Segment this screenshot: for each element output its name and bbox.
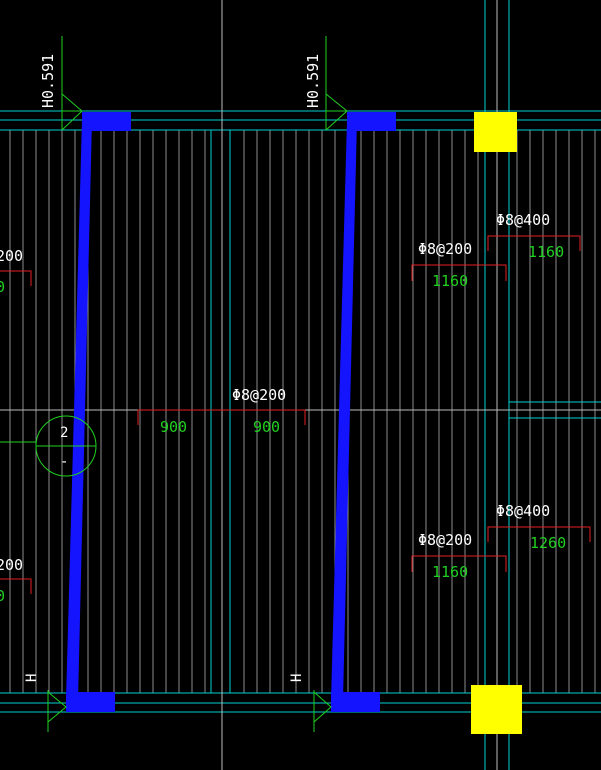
rebar-left-partial-lower: 200 0 xyxy=(0,556,32,605)
rebar-right-upper-200-spec: Φ8@200 xyxy=(418,240,472,258)
rebar-right-upper-400-spec: Φ8@400 xyxy=(496,211,550,229)
rebar-center: Φ8@200 900 900 xyxy=(137,386,306,436)
rebar-right-upper-400: Φ8@400 1160 xyxy=(487,211,581,261)
h-mark-right: H xyxy=(289,674,305,682)
rebar-left-partial-upper: 200 0 xyxy=(0,247,32,296)
rebar-right-lower-200: Φ8@200 1160 xyxy=(411,531,507,581)
elevation-mark-right xyxy=(325,36,348,131)
rebar-left-partial-lower-len: 0 xyxy=(0,587,5,605)
rebar-right-upper-200-len: 1160 xyxy=(432,272,468,290)
rebar-center-right-len: 900 xyxy=(253,418,280,436)
bottom-mark-right xyxy=(313,690,332,732)
column-bottom xyxy=(471,685,522,734)
column-top xyxy=(474,112,517,152)
rebar-right-lower-200-spec: Φ8@200 xyxy=(418,531,472,549)
rebar-left-partial-upper-spec: 200 xyxy=(0,247,23,265)
rebar-center-spec: Φ8@200 xyxy=(232,386,286,404)
elevation-label-right: H0.591 xyxy=(304,54,322,108)
beam-right xyxy=(331,112,396,712)
rebar-right-lower-200-len: 1160 xyxy=(432,563,468,581)
beam-left xyxy=(66,112,131,712)
elevation-mark-left xyxy=(61,36,83,131)
elevation-label-left: H0.591 xyxy=(39,54,57,108)
section-marker-top: 2 xyxy=(60,425,68,441)
section-marker-bottom: - xyxy=(60,454,68,470)
section-marker: 2 - xyxy=(0,415,97,477)
rebar-right-lower-400: Φ8@400 1260 xyxy=(487,502,591,552)
rebar-right-lower-400-len: 1260 xyxy=(530,534,566,552)
rebar-right-lower-400-spec: Φ8@400 xyxy=(496,502,550,520)
rebar-right-upper-200: Φ8@200 1160 xyxy=(411,240,507,290)
rebar-left-partial-lower-spec: 200 xyxy=(0,556,23,574)
rebar-right-upper-400-len: 1160 xyxy=(528,243,564,261)
rebar-center-left-len: 900 xyxy=(160,418,187,436)
bottom-mark-left xyxy=(47,690,67,732)
rebar-left-partial-upper-len: 0 xyxy=(0,278,5,296)
h-mark-left: H xyxy=(24,674,40,682)
slab-hatch-lines xyxy=(9,130,596,693)
